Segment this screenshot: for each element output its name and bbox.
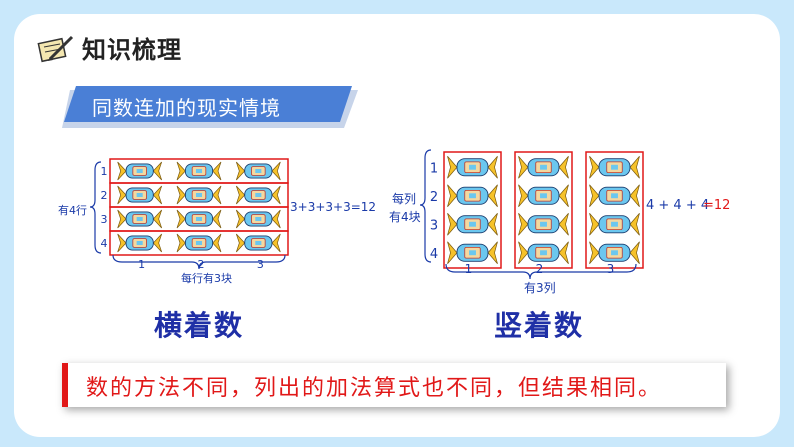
rows-count-label: 有4行 <box>58 203 87 217</box>
candy-icon <box>236 209 281 229</box>
section-header: 知识梳理 <box>36 30 182 65</box>
cols-brace <box>445 263 637 280</box>
row-number-label: 4 <box>101 237 108 250</box>
column-number-label: 3 <box>607 262 615 276</box>
candy-icon <box>518 156 569 179</box>
candy-icon <box>176 161 222 181</box>
horizontal-equation: 3+3+3+3=12 <box>290 200 376 214</box>
candy-icon <box>589 184 640 207</box>
candy-icon <box>176 185 222 205</box>
row-number-label: 2 <box>430 190 438 205</box>
horizontal-caption: 横着数 <box>154 309 245 342</box>
topic-banner <box>62 86 358 128</box>
column-frame <box>514 151 573 269</box>
row-number-label: 2 <box>101 189 108 202</box>
candy-icon <box>447 184 498 207</box>
conclusion-box: 数的方法不同，列出的加法算式也不同，但结果相同。 <box>62 363 726 407</box>
candy-icon <box>447 241 498 264</box>
rows-brace <box>89 161 102 254</box>
column-number-label: 2 <box>198 258 205 271</box>
columns-count-label: 有3列 <box>524 281 556 295</box>
row-number-label: 3 <box>430 218 438 233</box>
vertical-equation-terms: 4 + 4 + 4 <box>646 198 709 213</box>
topic-banner-text: 同数连加的现实情境 <box>92 96 281 120</box>
candy-icon <box>589 213 640 236</box>
candy-icon <box>447 156 498 179</box>
column-frame <box>443 151 502 269</box>
candy-icon <box>236 161 281 181</box>
horizontal-counting-figure: 1 2 3 4 1 2 3 有4行 每行有3块 3+3+3+3=12 <box>58 158 376 285</box>
vertical-equation-result: =12 <box>703 198 730 213</box>
per-row-label: 每行有3块 <box>181 271 232 285</box>
column-frame <box>585 151 644 269</box>
candy-icon <box>518 184 569 207</box>
rows-brace <box>419 149 432 263</box>
notebook-pencil-icon <box>37 35 74 62</box>
row-number-label: 4 <box>430 247 438 262</box>
row-number-label: 1 <box>430 161 438 176</box>
candy-icon <box>117 161 162 181</box>
row-number-label: 1 <box>101 165 108 178</box>
candy-icon <box>589 241 640 264</box>
candy-icon <box>447 213 498 236</box>
candy-icon <box>176 209 222 229</box>
row-number-label: 3 <box>101 213 108 226</box>
candy-icon <box>236 185 281 205</box>
vertical-caption: 竖着数 <box>494 309 585 342</box>
column-number-label: 2 <box>536 262 544 276</box>
per-column-label: 每列 <box>392 191 416 206</box>
candy-icon <box>518 241 569 264</box>
column-number-label: 1 <box>138 258 145 271</box>
column-number-label: 1 <box>465 262 473 276</box>
section-title: 知识梳理 <box>82 36 182 64</box>
candy-icon <box>117 185 162 205</box>
per-column-label-2: 有4块 <box>389 210 421 224</box>
candy-icon <box>236 233 281 253</box>
candy-icon <box>117 233 162 253</box>
cols-brace <box>112 254 286 270</box>
candy-icon <box>589 156 640 179</box>
candy-icon <box>176 233 222 253</box>
column-number-label: 3 <box>257 258 264 271</box>
vertical-counting-figure: 1 2 3 4 1 2 3 每列 有4块 有3列 4 + 4 + 4 =12 <box>389 149 730 295</box>
candy-icon <box>117 209 162 229</box>
row-frame <box>109 230 289 256</box>
conclusion-text: 数的方法不同，列出的加法算式也不同，但结果相同。 <box>86 376 663 401</box>
candy-icon <box>518 213 569 236</box>
